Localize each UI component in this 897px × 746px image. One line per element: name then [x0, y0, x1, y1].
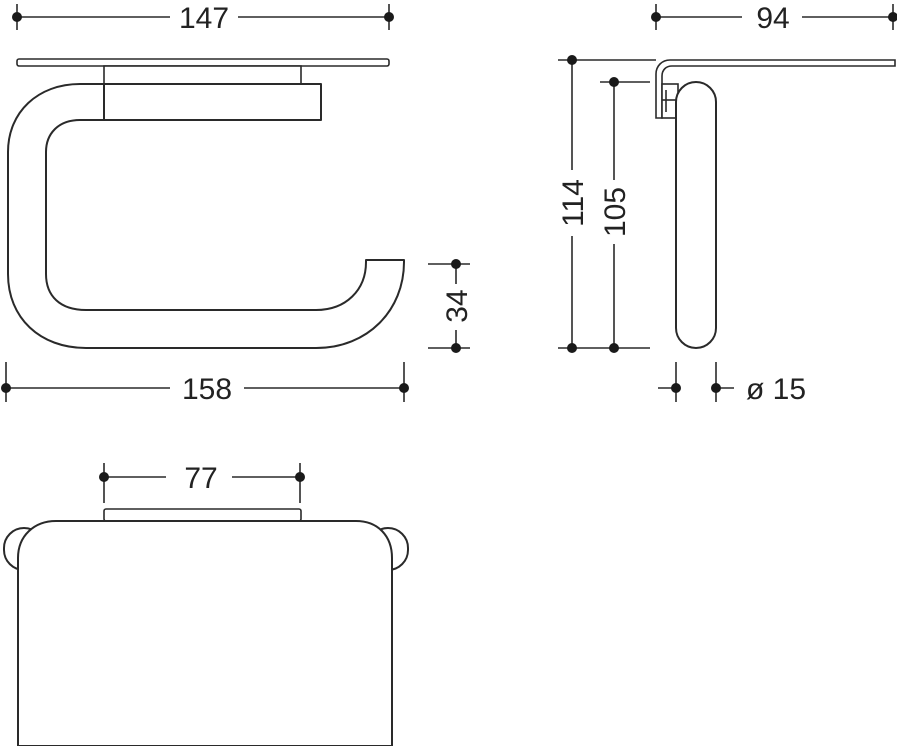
- dimension-158: 158: [1, 362, 409, 406]
- side-arm: [675, 81, 717, 349]
- cover-body: [17, 520, 393, 746]
- top-plate: [16, 58, 390, 67]
- dimension-34-label: 34: [441, 289, 474, 322]
- side-view: 94 114 105 ø 15: [557, 2, 897, 406]
- dimension-94: 94: [651, 2, 897, 35]
- dimension-158-label: 158: [182, 373, 232, 406]
- dimension-diameter-label: ø 15: [746, 373, 806, 406]
- dimension-77-label: 77: [184, 462, 217, 495]
- front-view: 147 158 34: [1, 2, 474, 406]
- bottom-view: 77: [3, 462, 409, 746]
- dimension-diameter: ø 15: [658, 362, 806, 406]
- bottom-mount-strip: [103, 508, 302, 522]
- dimension-77: 77: [99, 462, 305, 503]
- dimension-34: 34: [428, 259, 474, 353]
- dimension-105: 105: [599, 77, 650, 353]
- dimension-147-label: 147: [179, 2, 229, 35]
- holder-arm: [7, 83, 405, 349]
- dimension-105-label: 105: [599, 187, 632, 237]
- dimension-114-label: 114: [557, 179, 590, 227]
- mount-bracket-upper: [103, 65, 302, 85]
- dimension-94-label: 94: [756, 2, 789, 35]
- mount-bracket-lower: [103, 83, 322, 121]
- dimension-147: 147: [12, 2, 394, 35]
- dimension-114: 114: [557, 55, 656, 353]
